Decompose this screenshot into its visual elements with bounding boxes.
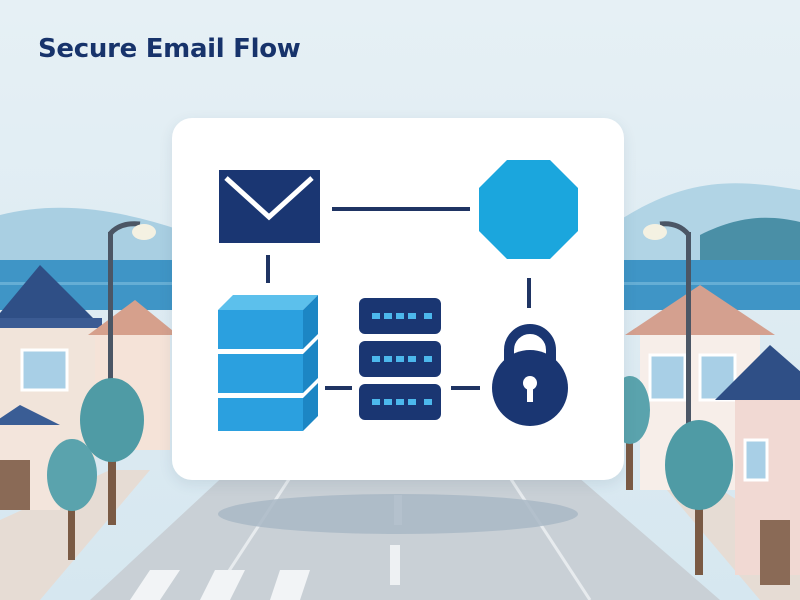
- octagon-icon: [479, 160, 578, 259]
- page-title: Secure Email Flow: [38, 34, 301, 64]
- card-shadow: [218, 494, 578, 534]
- database-stack-icon: [218, 295, 318, 431]
- server-rack-icon: [359, 298, 441, 420]
- email-flow-diagram: [218, 160, 578, 431]
- connectors: [266, 207, 531, 390]
- tree-right-2: [665, 420, 733, 575]
- street-lamp-right: [643, 221, 691, 482]
- tree-left-1: [80, 378, 144, 525]
- crosswalk: [130, 570, 310, 600]
- padlock-icon: [492, 324, 568, 426]
- street-lamp-left: [108, 221, 156, 472]
- tree-left-2: [47, 439, 97, 560]
- envelope-icon: [219, 170, 320, 243]
